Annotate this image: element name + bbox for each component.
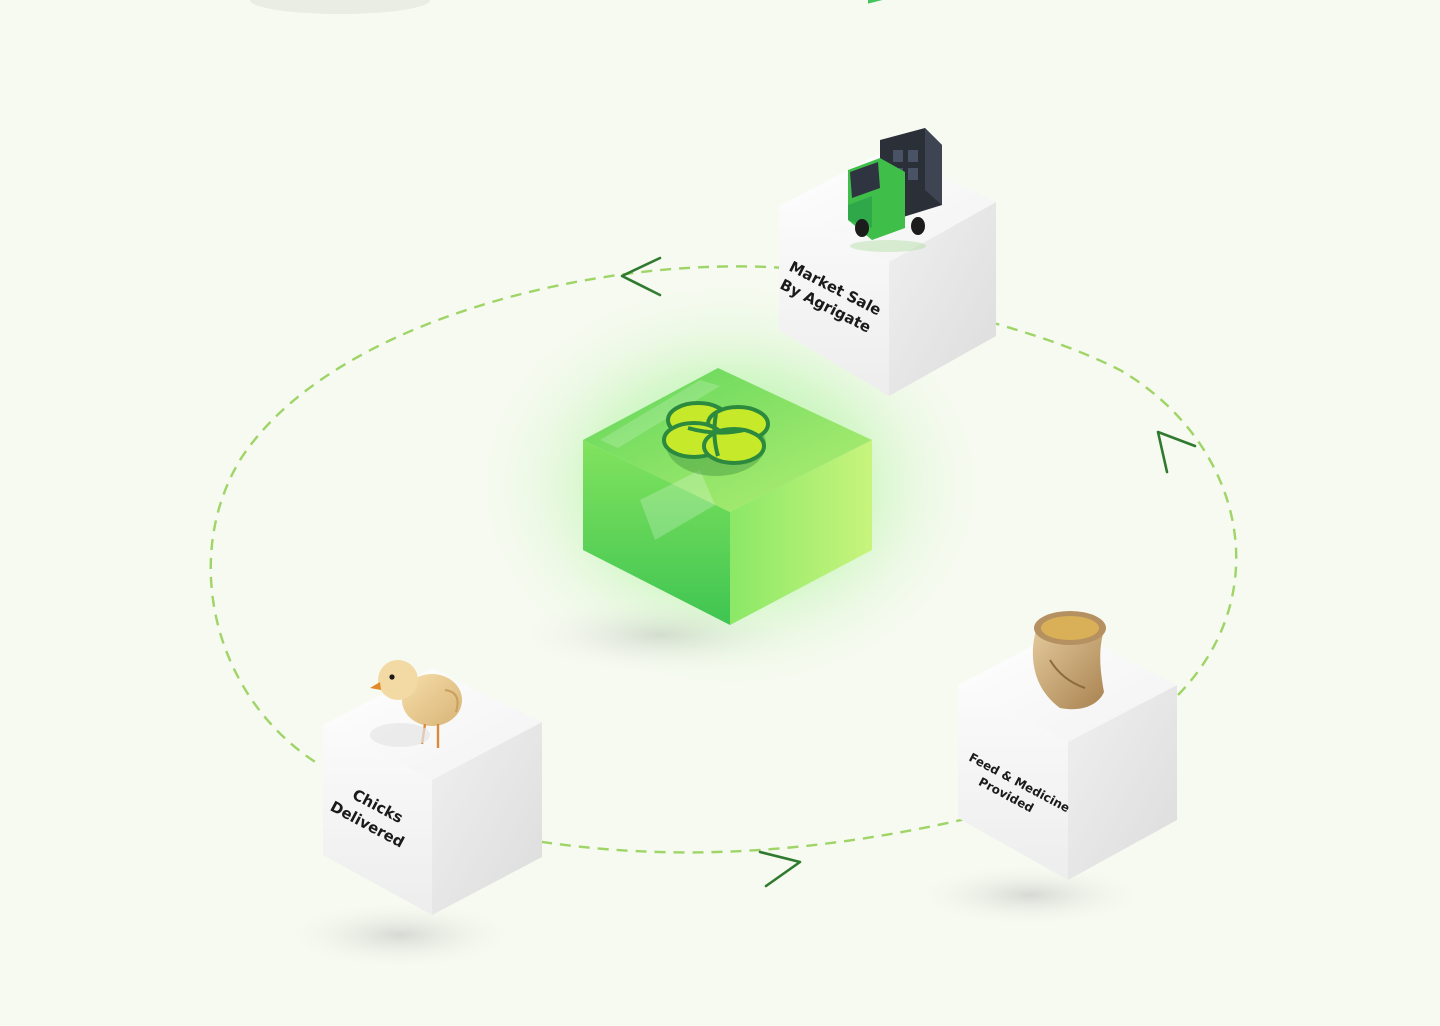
background-blob (250, 0, 430, 14)
clover-logo-icon (662, 401, 770, 476)
node-chicks: Chicks Delivered (323, 660, 542, 915)
hub-cube (583, 368, 872, 625)
arrow-right-icon (758, 850, 802, 888)
arrow-up-icon (1156, 430, 1197, 474)
chick-icon (370, 660, 462, 748)
delivery-truck-icon (848, 0, 942, 252)
cycle-path (209, 265, 1238, 854)
grain-sack-icon (1032, 611, 1106, 710)
node-market: Market Sale By Agrigate (777, 0, 996, 396)
feed-shadow (910, 863, 1150, 927)
chicks-shadow (280, 900, 520, 970)
node-feed: Feed & Medicine Provided (958, 611, 1177, 880)
